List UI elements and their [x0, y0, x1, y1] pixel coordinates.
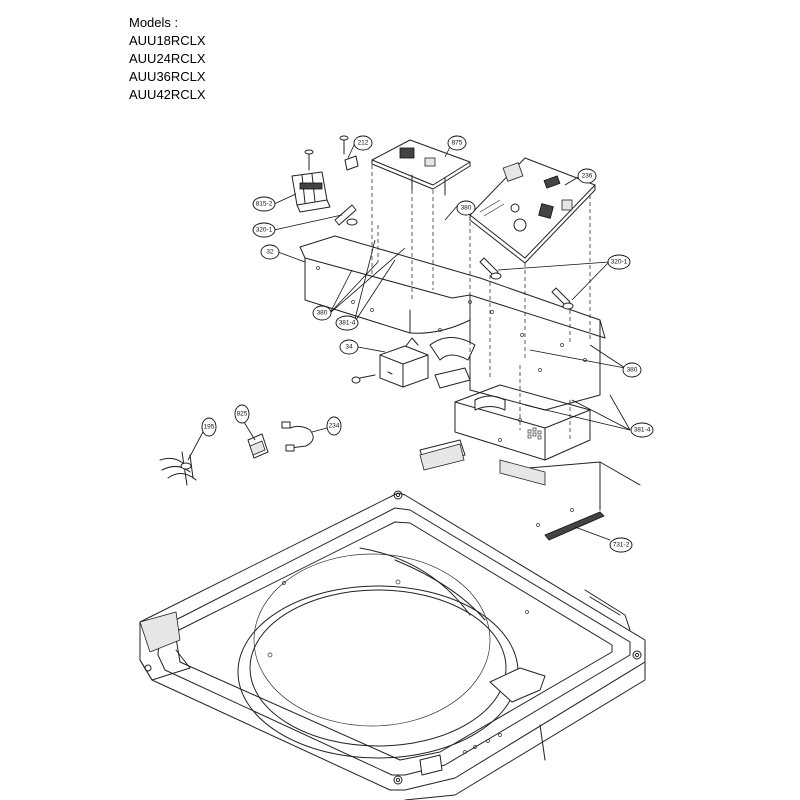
svg-text:731-2: 731-2 [613, 542, 630, 549]
svg-text:320-1: 320-1 [256, 227, 273, 234]
svg-text:32: 32 [266, 249, 274, 256]
svg-text:380: 380 [627, 367, 638, 374]
svg-text:381-4: 381-4 [634, 427, 651, 434]
assembly-guides [371, 165, 591, 440]
svg-text:380: 380 [461, 205, 472, 212]
callout-875: 875 [447, 135, 467, 151]
bracket [434, 367, 471, 389]
part-731-2 [536, 508, 605, 541]
base-frame [139, 490, 646, 800]
callout-320-1-left: 320-1 [252, 222, 276, 238]
leader-lines [187, 142, 631, 541]
transformer-34 [379, 337, 429, 388]
svg-text:195: 195 [204, 424, 215, 431]
callout-32: 32 [260, 244, 280, 260]
callout-380-left: 380 [312, 305, 332, 321]
model-3: AUU36RCLX [129, 69, 206, 84]
svg-text:381-4: 381-4 [339, 320, 356, 327]
terminal-block-815-2 [291, 171, 331, 213]
model-4: AUU42RCLX [129, 87, 206, 102]
svg-text:234: 234 [329, 423, 340, 430]
harness-195 [159, 451, 197, 486]
callout-381-4-left: 381-4 [335, 315, 359, 331]
callout-825: 825 [234, 404, 250, 424]
models-heading: Models : [129, 15, 179, 30]
svg-text:815-2: 815-2 [256, 201, 273, 208]
model-2: AUU24RCLX [129, 51, 206, 66]
svg-text:236: 236 [582, 173, 593, 180]
callout-815-2: 815-2 [252, 196, 276, 212]
callout-380-right: 380 [622, 362, 642, 378]
model-1: AUU18RCLX [129, 33, 206, 48]
callout-34: 34 [339, 339, 359, 355]
callout-381-4-right: 381-4 [630, 422, 654, 438]
svg-text:875: 875 [452, 140, 463, 147]
callout-234: 234 [326, 416, 342, 436]
callout-212: 212 [353, 135, 373, 151]
callout-236: 236 [577, 168, 597, 184]
pcb-875 [371, 139, 471, 196]
svg-text:380: 380 [317, 310, 328, 317]
svg-text:825: 825 [237, 411, 248, 418]
callout-380-top: 380 [456, 200, 476, 216]
wire-234 [281, 421, 314, 452]
callout-731-2: 731-2 [609, 537, 633, 553]
screws [304, 135, 574, 384]
svg-text:34: 34 [345, 344, 353, 351]
svg-text:212: 212 [358, 140, 369, 147]
callout-195: 195 [201, 417, 217, 437]
pcb-236 [469, 157, 596, 264]
control-box [454, 384, 591, 486]
callout-320-1-right: 320-1 [607, 254, 631, 270]
svg-text:320-1: 320-1 [611, 259, 628, 266]
sensor-825 [247, 433, 269, 459]
chassis-32 [299, 235, 606, 471]
models-list: Models : AUU18RCLX AUU24RCLX AUU36RCLX A… [129, 14, 206, 104]
